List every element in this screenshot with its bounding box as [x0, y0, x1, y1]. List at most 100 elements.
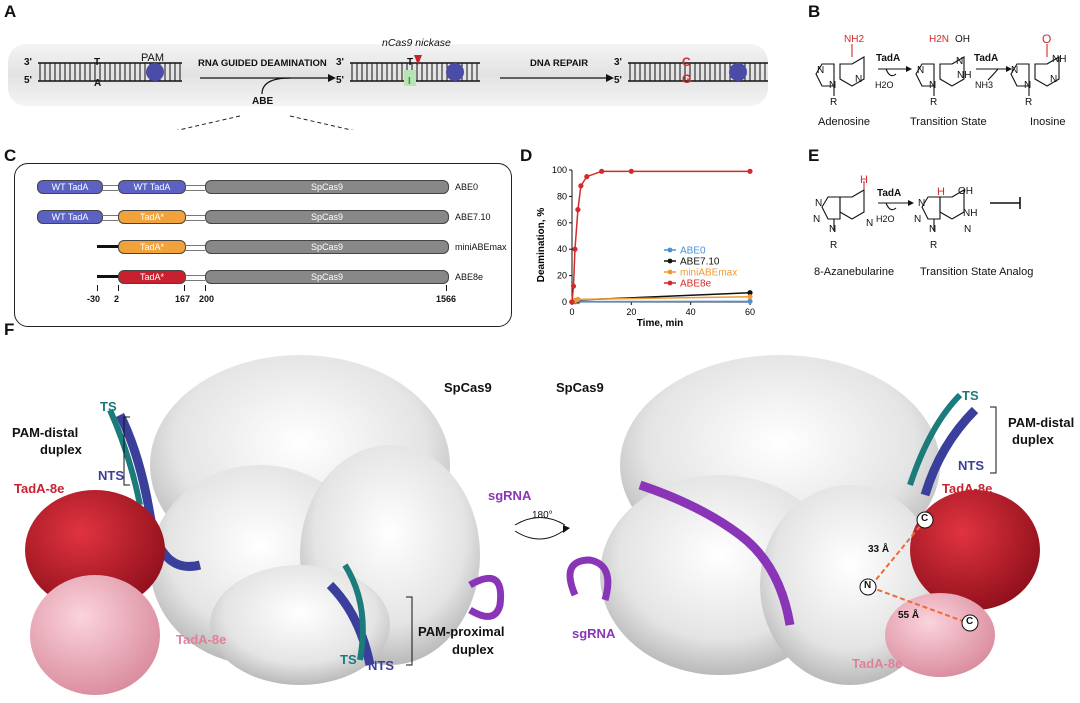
panel-e-reaction	[821, 181, 1021, 231]
duplex-label-prox: duplex	[452, 642, 494, 657]
row-label-miniabemax: miniABEmax	[455, 242, 507, 252]
panel-label-e: E	[808, 146, 820, 165]
panel-label-d: D	[520, 146, 533, 165]
inosine-nh: NH	[1052, 54, 1067, 65]
nts-strand-right	[920, 406, 979, 497]
tada8e-label-pink-left: TadA-8e	[176, 632, 227, 647]
adenosine-n2: N	[855, 74, 863, 85]
ts-strand-right	[907, 392, 963, 486]
e-n: N	[929, 224, 937, 235]
x-tick-label: 60	[745, 307, 755, 317]
inosine-o: O	[1042, 32, 1052, 46]
strand-3prime-2: 3'	[336, 57, 344, 68]
adenosine-n3: N	[829, 80, 837, 91]
legend-marker	[667, 269, 673, 275]
tada-arrow-label-1: TadA	[876, 53, 901, 64]
domain-tada-star: TadA*	[118, 240, 186, 254]
tick-label: -30	[87, 294, 101, 304]
data-point-ABE8e	[578, 183, 584, 189]
right-cas9-surface	[600, 355, 940, 685]
label-adenosine: Adenosine	[818, 116, 870, 128]
tsa-nh: NH	[963, 208, 978, 219]
ts-label-left: TS	[100, 399, 117, 414]
domain-spcas9: SpCas9	[205, 240, 449, 254]
tada8e-label-pink-right: TadA-8e	[852, 656, 903, 671]
row-label-abe710: ABE7.10	[455, 212, 491, 222]
data-point-miniABEmax	[747, 294, 753, 300]
domain-wt-tada-2: WT TadA	[118, 180, 186, 194]
ts-label-right: TS	[962, 388, 979, 403]
linker	[185, 275, 205, 281]
e-n: N	[914, 214, 922, 225]
x-tick-label: 20	[626, 307, 636, 317]
domain-wt-tada: WT TadA	[37, 210, 103, 224]
arrow-label-deamination: RNA GUIDED DEAMINATION	[198, 58, 327, 69]
abe-label: ABE	[252, 96, 274, 107]
rotation-label: 180°	[532, 510, 553, 521]
base-t: T	[94, 57, 101, 68]
sgrna-right	[566, 556, 612, 601]
legend-label: ABE8e	[680, 279, 712, 290]
strand-5prime-2: 5'	[336, 75, 344, 86]
e-n: N	[813, 214, 821, 225]
azanebularine-h: H	[860, 174, 868, 186]
x-tick-label: 40	[686, 307, 696, 317]
ts-nh: NH	[957, 70, 972, 81]
legend-marker	[667, 258, 673, 264]
nickase-label: nCas9 nickase	[382, 37, 451, 49]
legend-marker	[667, 280, 673, 286]
nts-label-prox: NTS	[368, 658, 394, 673]
e-n: N	[866, 218, 874, 229]
strand-5prime-3: 5'	[614, 75, 622, 86]
linker	[185, 215, 205, 221]
linker	[185, 245, 205, 251]
linker	[102, 185, 118, 191]
panel-c-box: WT TadA WT TadA SpCas9 ABE0 WT TadA TadA…	[14, 163, 512, 327]
y-tick-label: 20	[557, 271, 567, 281]
data-point-ABE7.10	[747, 290, 753, 296]
arrow-label-repair: DNA REPAIR	[530, 58, 589, 69]
tick-label: 2	[114, 294, 120, 304]
legend-marker	[667, 247, 673, 253]
label-azanebularine: 8-Azanebularine	[814, 266, 895, 278]
pam-distal-label-right: PAM-distal	[1008, 415, 1075, 430]
inosine-n2: N	[1024, 80, 1032, 91]
label-inosine: Inosine	[1030, 116, 1066, 128]
panel-label-a: A	[4, 2, 17, 21]
tick-label: 200	[199, 294, 215, 304]
tsa-h: H	[937, 186, 945, 198]
y-tick-label: 100	[552, 165, 567, 175]
series-line-ABE0	[571, 300, 751, 303]
pam-label: PAM	[141, 52, 165, 64]
nh3-label: NH3	[975, 80, 994, 90]
n-terminal-tail	[97, 275, 119, 278]
data-point-ABE0	[747, 298, 753, 304]
data-point-ABE8e	[599, 168, 605, 174]
nick-triangle	[414, 55, 422, 65]
e-n: N	[829, 224, 837, 235]
n-terminus: N	[864, 580, 872, 591]
c-terminus-2: C	[966, 616, 974, 627]
e-h2o: H2O	[876, 214, 895, 224]
data-point-ABE8e	[569, 299, 575, 305]
ts-strand-left	[107, 408, 143, 506]
e-n: N	[815, 198, 823, 209]
domain-spcas9: SpCas9	[205, 180, 449, 194]
sgrna-path-right	[638, 480, 795, 626]
e-tada-label: TadA	[877, 188, 902, 199]
dna-duplex-1	[38, 62, 182, 82]
strand-3prime-3: 3'	[614, 57, 622, 68]
data-point-ABE8e	[570, 283, 577, 289]
y-tick-label: 40	[557, 244, 567, 254]
duplex-label-right: duplex	[1012, 432, 1054, 447]
data-point-ABE8e	[628, 168, 634, 174]
y-tick-label: 80	[557, 191, 567, 201]
linker	[185, 185, 205, 191]
data-point-miniABEmax	[575, 296, 581, 302]
sgrna-left	[468, 574, 505, 620]
adenosine-nh2: NH2	[844, 34, 865, 45]
tada-arrow-label-2: TadA	[974, 53, 999, 64]
row-label-abe0: ABE0	[455, 182, 479, 192]
legend-label: miniABEmax	[680, 268, 737, 279]
